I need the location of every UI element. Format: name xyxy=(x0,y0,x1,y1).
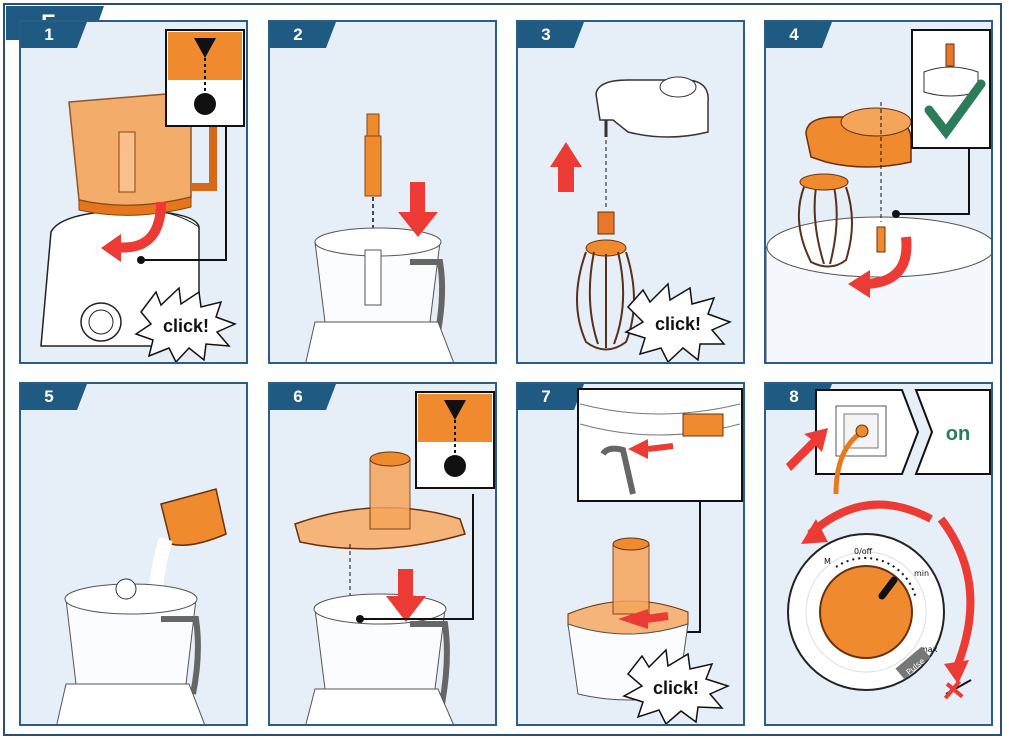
step-6-panel: 6 xyxy=(268,382,497,726)
dial-min-label: min xyxy=(914,569,929,578)
step-3-panel: 3 click! xyxy=(516,20,745,364)
step-7-illustration: click! xyxy=(567,388,743,724)
step-2-number: 2 xyxy=(270,22,336,48)
step-1-illustration: click! xyxy=(40,29,245,362)
step-2-panel: 2 xyxy=(268,20,497,364)
step-8-on-text: on xyxy=(946,423,970,445)
step-3-number: 3 xyxy=(518,22,584,48)
dial-off-label: 0/off xyxy=(854,547,873,556)
step-4-panel: 4 xyxy=(764,20,993,364)
dial-m-label: M xyxy=(824,557,831,566)
step-4-number: 4 xyxy=(766,22,832,48)
step-7-panel: 7 click! xyxy=(516,382,745,726)
step-7-click-text: click! xyxy=(653,678,699,698)
step-6-number: 6 xyxy=(270,384,336,410)
step-2-illustration xyxy=(305,113,454,362)
step-6-illustration xyxy=(294,391,495,724)
step-5-panel: 5 xyxy=(19,382,248,726)
step-3-click-text: click! xyxy=(655,314,701,334)
step-1-panel: 1 click! xyxy=(19,20,248,364)
step-8-panel: 8 on M 0/off min max Pulse xyxy=(764,382,993,726)
step-8-illustration: on M 0/off min max Pulse xyxy=(786,389,991,700)
step-3-illustration: click! xyxy=(550,76,733,362)
step-5-illustration xyxy=(56,488,227,724)
step-5-number: 5 xyxy=(21,384,87,410)
dial-max-label: max xyxy=(920,645,938,654)
step-4-illustration xyxy=(766,29,991,362)
step-1-number: 1 xyxy=(21,22,87,48)
step-1-click-text: click! xyxy=(163,316,209,336)
